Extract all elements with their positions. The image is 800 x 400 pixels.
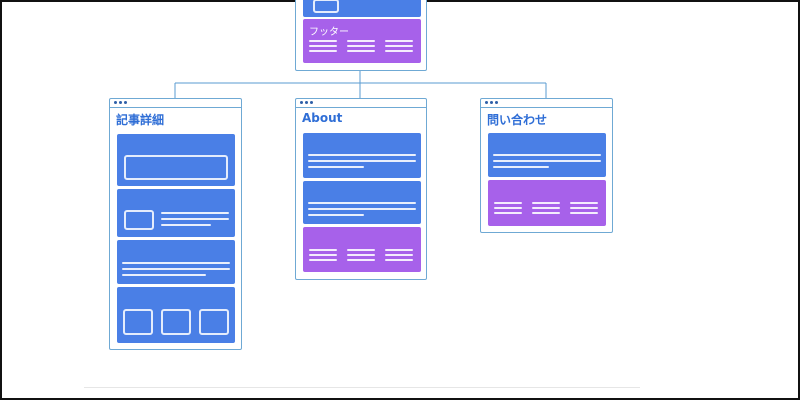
contact-page-wireframe: 問い合わせ [480,98,613,233]
image-placeholder [313,0,339,13]
about-page-wireframe: About [295,98,427,280]
browser-chrome [110,99,241,108]
top-page-content-block [303,0,421,17]
bottom-divider [84,387,640,388]
article-detail-page-wireframe: 記事詳細 [109,98,242,350]
page-title: 記事詳細 [116,113,165,127]
media-text-block [117,189,235,237]
text-block [117,240,235,284]
hero-image-placeholder [124,155,228,180]
top-page-footer-block: フッター [303,19,421,63]
gallery-item-placeholder [123,309,153,335]
text-block [303,181,421,224]
footer-block [488,180,606,226]
text-block [303,133,421,178]
browser-chrome [481,99,612,108]
gallery-item-placeholder [199,309,229,335]
top-page-wireframe: フッター [295,0,427,71]
gallery-item-placeholder [161,309,191,335]
text-block [488,133,606,177]
page-title: 問い合わせ [487,113,548,127]
page-title: About [302,111,343,125]
thumbnail-placeholder [124,210,154,230]
gallery-block [117,287,235,343]
footer-block [303,227,421,272]
footer-label: フッター [309,27,349,38]
browser-chrome [296,99,426,108]
hero-block [117,134,235,186]
